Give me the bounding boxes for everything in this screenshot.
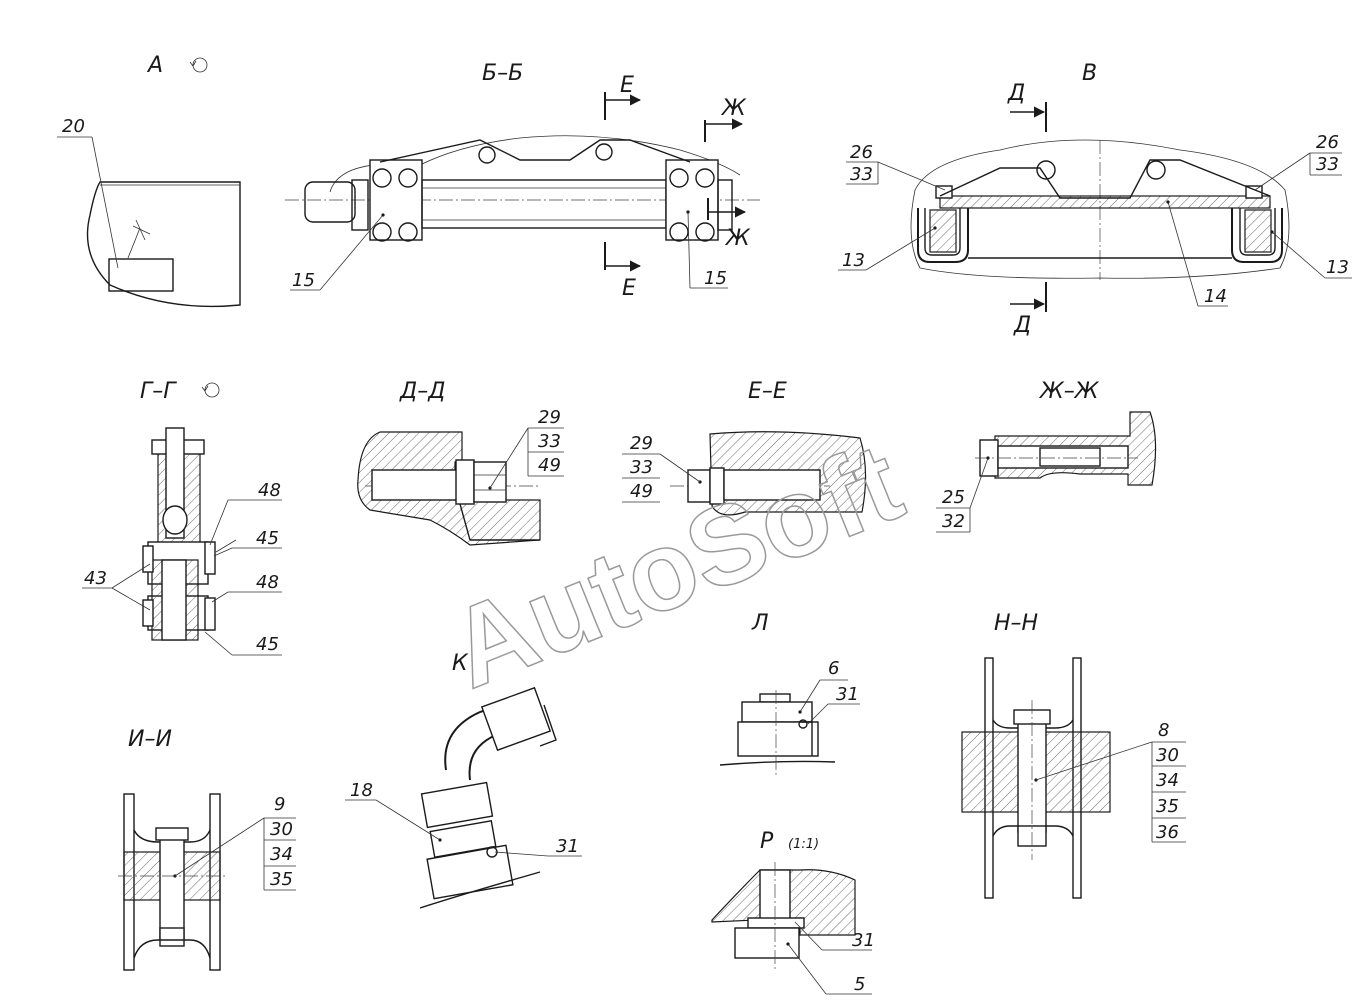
view-bb: Б–Б 15 15 Е Е: [285, 61, 760, 301]
callout-13-left: 13: [842, 250, 865, 271]
view-zhzh: Ж–Ж 25 32: [936, 379, 1157, 533]
callout-34-nn: 34: [1156, 770, 1179, 791]
view-ii-title: И–И: [128, 727, 172, 752]
view-r-scale: (1:1): [788, 837, 819, 852]
section-mark-e-bottom: Е: [622, 276, 636, 301]
view-v: В Д Д 26 33 26 33: [838, 61, 1352, 338]
section-mark-zh-bottom: Ж: [724, 226, 751, 251]
rotation-icon: [189, 57, 208, 73]
view-dd-title: Д–Д: [399, 379, 445, 404]
view-r: Р (1:1) 31 5: [711, 829, 875, 995]
callout-33-ee: 33: [630, 457, 653, 478]
view-ee-title: Е–Е: [748, 379, 787, 404]
callout-14: 14: [1204, 286, 1227, 307]
rotation-icon-gg: [201, 382, 220, 398]
callout-26-left: 26: [850, 142, 873, 163]
view-dd: Д–Д 29 33 49: [357, 379, 564, 546]
callout-32: 32: [942, 511, 965, 532]
nut-group-left: [372, 143, 715, 242]
callout-48-bottom: 48: [256, 572, 279, 593]
section-mark-e-top: Е: [620, 73, 634, 98]
view-l: Л 6 31: [719, 611, 860, 775]
callout-33-dd: 33: [538, 431, 561, 452]
view-a-title: А: [146, 53, 163, 78]
callout-18: 18: [350, 780, 373, 801]
section-mark-d-top: Д: [1007, 81, 1025, 106]
callout-31-l: 31: [836, 684, 859, 705]
view-a: А 20: [57, 53, 241, 308]
section-mark-d-bottom: Д: [1013, 313, 1031, 338]
callout-26-right: 26: [1316, 132, 1339, 153]
callout-15-right: 15: [704, 268, 727, 289]
view-ee: Е–Е 29 33 49: [622, 379, 867, 516]
callout-25: 25: [942, 487, 965, 508]
callout-33-left: 33: [850, 164, 873, 185]
callout-29-ee: 29: [630, 433, 653, 454]
callout-6: 6: [828, 658, 839, 679]
callout-45-bottom: 45: [256, 634, 279, 655]
callout-43: 43: [84, 568, 107, 589]
view-bb-title: Б–Б: [482, 61, 523, 86]
view-l-title: Л: [751, 611, 769, 636]
view-k-title: К: [452, 651, 469, 676]
callout-20: 20: [62, 116, 85, 137]
view-r-title: Р: [760, 829, 774, 854]
view-nn-title: Н–Н: [994, 611, 1038, 636]
view-ii: И–И 9 30 34 35: [118, 727, 296, 971]
callout-49-ee: 49: [630, 481, 653, 502]
callout-31-r: 31: [852, 930, 875, 951]
callout-30-nn: 30: [1156, 745, 1179, 766]
callout-31-k: 31: [556, 836, 579, 857]
view-v-title: В: [1082, 61, 1097, 86]
callout-13-right: 13: [1326, 257, 1349, 278]
callout-48-top: 48: [258, 480, 281, 501]
section-mark-zh-top: Ж: [720, 96, 747, 121]
callout-45-top: 45: [256, 528, 279, 549]
view-gg: Г–Г 48 45 43 48 45: [82, 379, 282, 656]
callout-33-right: 33: [1316, 154, 1339, 175]
callout-30-ii: 30: [270, 819, 293, 840]
callout-29-dd: 29: [538, 407, 561, 428]
callout-15-left: 15: [292, 270, 315, 291]
view-k: К 18 31: [345, 651, 582, 909]
callout-5: 5: [854, 974, 865, 995]
callout-34-ii: 34: [270, 844, 293, 865]
view-gg-title: Г–Г: [140, 379, 177, 404]
callout-8: 8: [1158, 720, 1169, 741]
view-nn: Н–Н 8 30 34 35 36: [961, 611, 1186, 899]
callout-35-nn: 35: [1156, 796, 1179, 817]
callout-35-ii: 35: [270, 869, 293, 890]
callout-36: 36: [1156, 822, 1179, 843]
callout-49-dd: 49: [538, 455, 561, 476]
view-zhzh-title: Ж–Ж: [1038, 379, 1100, 404]
callout-9: 9: [274, 794, 285, 815]
